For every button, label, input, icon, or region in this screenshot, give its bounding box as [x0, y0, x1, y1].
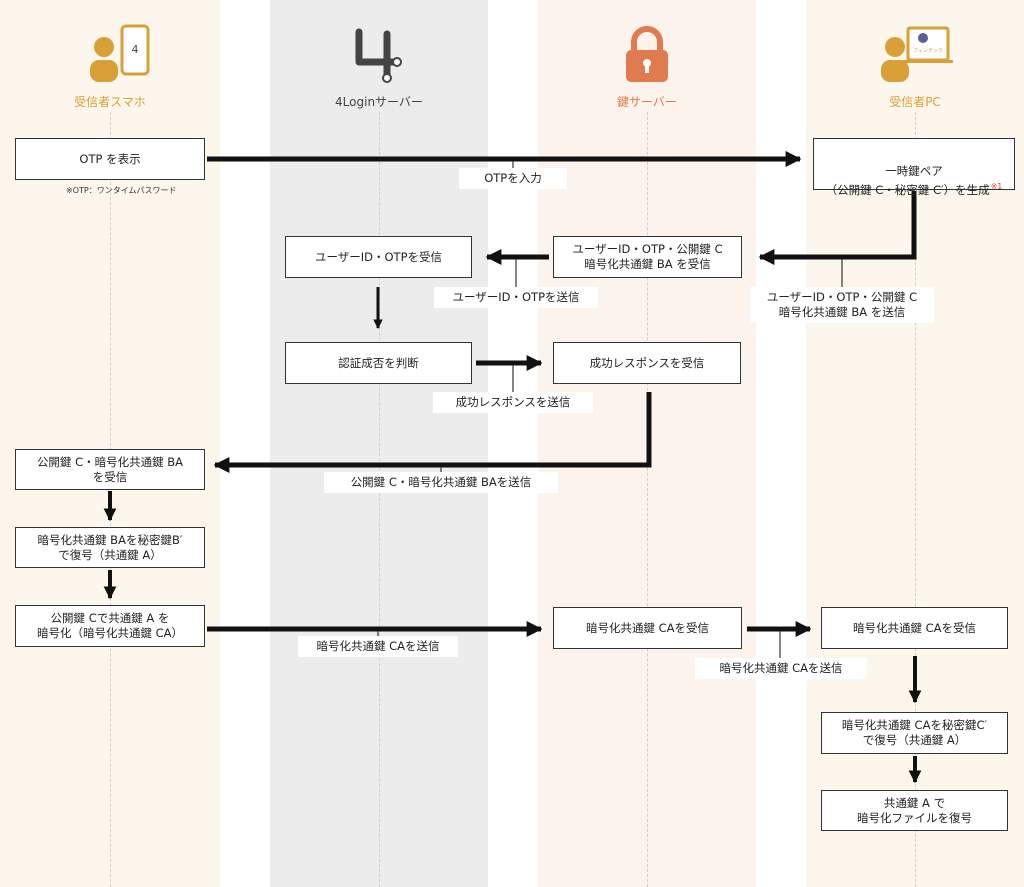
arrow-pc-to-key-server [758, 191, 917, 266]
msg-send-ca-to-pc: 暗号化共通鍵 CAを送信 [695, 658, 867, 679]
actor-label-pc: 受信者PC [889, 95, 941, 109]
msg-send-to-phone: 公開鍵 C・暗号化共通鍵 BAを送信 [324, 472, 558, 493]
step-success-receive: 成功レスポンスを受信 [553, 342, 741, 384]
otp-note: ※OTP：ワンタイムパスワード [66, 186, 177, 195]
4login-logo-icon [355, 28, 402, 83]
step-login-receive: ユーザーID・OTPを受信 [285, 236, 472, 278]
step-phone-decrypt: 暗号化共通鍵 BAを秘密鍵B′ で復号（共通鍵 A） [15, 527, 205, 568]
step-phone-receive: 公開鍵 C・暗号化共通鍵 BA を受信 [15, 449, 205, 490]
step-keypair-gen: 一時鍵ペア （公開鍵 C・秘密鍵 C′）を生成※1 [813, 138, 1015, 197]
step-phone-encrypt: 公開鍵 Cで共通鍵 A を 暗号化（暗号化共通鍵 CA） [15, 605, 205, 647]
lifeline-key-server [647, 112, 648, 887]
keypair-note-mark: ※1 [990, 182, 1003, 191]
step-otp-display: OTP を表示 [15, 138, 205, 180]
msg-send-key-to-login: ユーザーID・OTPを送信 [434, 287, 598, 308]
person-phone-icon: 4 [90, 24, 150, 82]
msg-send-ca: 暗号化共通鍵 CAを送信 [298, 636, 458, 657]
actor-label-phone: 受信者スマホ [74, 95, 146, 109]
step-pc-decrypt-ca: 暗号化共通鍵 CAを秘密鍵C′ で復号（共通鍵 A） [821, 712, 1008, 754]
actor-label-login-server: 4Loginサーバー [335, 95, 423, 109]
person-pc-icon: フィンテック [881, 26, 953, 82]
step-auth-judge: 認証成否を判断 [285, 342, 472, 384]
msg-otp-input: OTPを入力 [459, 168, 567, 189]
step-pc-ca-receive: 暗号化共通鍵 CAを受信 [821, 607, 1008, 649]
svg-text:フィンテック: フィンテック [913, 48, 943, 54]
msg-send-pc-to-key: ユーザーID・OTP・公開鍵 C 暗号化共通鍵 BA を送信 [750, 287, 934, 323]
arrow-key-to-phone [213, 392, 652, 474]
msg-send-success: 成功レスポンスを送信 [433, 392, 593, 413]
step-key-server-ca-receive: 暗号化共通鍵 CAを受信 [553, 607, 742, 649]
step-key-server-receive: ユーザーID・OTP・公開鍵 C 暗号化共通鍵 BA を受信 [553, 236, 742, 278]
svg-text:4: 4 [132, 43, 139, 56]
keypair-gen-text: 一時鍵ペア （公開鍵 C・秘密鍵 C′）を生成 [825, 164, 990, 197]
step-pc-decrypt-file: 共通鍵 A で 暗号化ファイルを復号 [821, 790, 1008, 831]
padlock-icon [626, 26, 668, 82]
lifeline-login-server [379, 112, 380, 887]
actor-label-key-server: 鍵サーバー [617, 95, 677, 109]
lifeline-pc [915, 112, 916, 887]
